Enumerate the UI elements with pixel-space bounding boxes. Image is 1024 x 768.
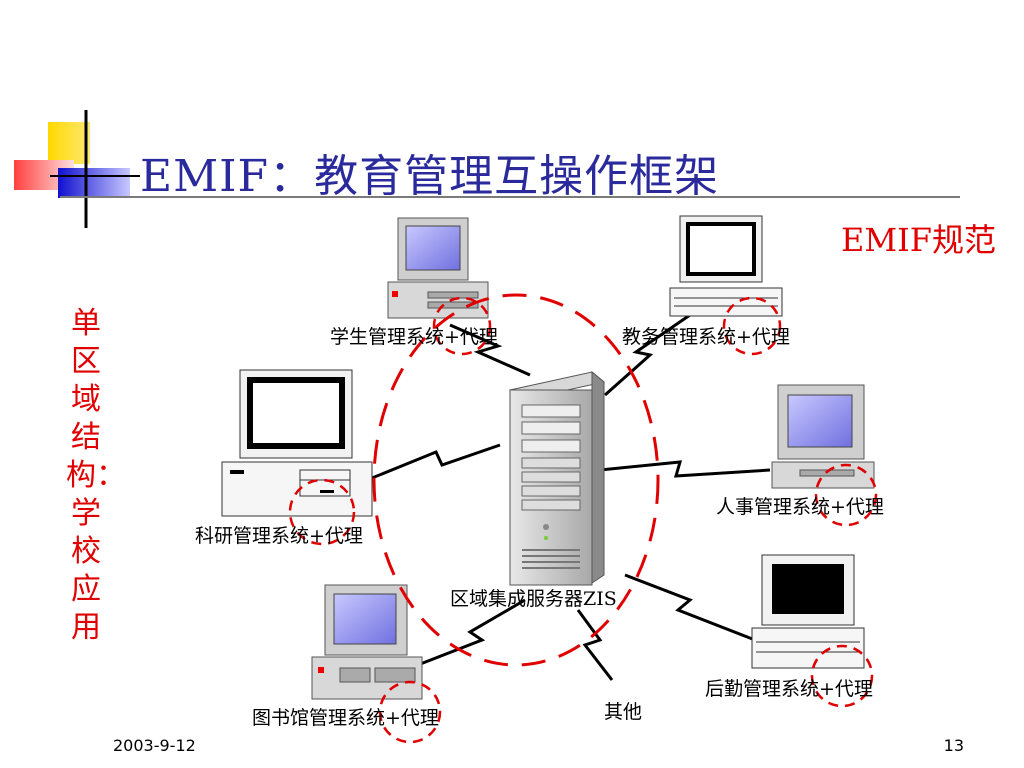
agent-marker-research bbox=[288, 478, 356, 546]
slide-logo bbox=[14, 110, 140, 228]
label-personnel-system: 人事管理系统+代理 bbox=[716, 496, 884, 518]
agent-marker-logistics bbox=[810, 644, 874, 708]
academic-computer-icon bbox=[669, 215, 783, 317]
label-academic-system: 教务管理系统+代理 bbox=[622, 326, 790, 348]
title-divider bbox=[60, 196, 960, 198]
link-academic bbox=[604, 313, 691, 397]
label-integration-server: 区域集成服务器ZIS bbox=[450, 588, 617, 610]
page-number: 13 bbox=[943, 736, 964, 755]
link-library bbox=[409, 598, 526, 670]
research-computer-icon bbox=[221, 369, 373, 517]
link-logistics bbox=[624, 573, 756, 642]
logistics-computer-icon bbox=[751, 554, 865, 669]
personnel-computer-icon bbox=[771, 384, 875, 489]
footer-date: 2003-9-12 bbox=[113, 736, 196, 755]
student-computer-icon bbox=[387, 217, 489, 319]
agent-marker-student bbox=[432, 296, 492, 356]
label-research-system: 科研管理系统+代理 bbox=[195, 525, 363, 547]
link-other bbox=[576, 609, 614, 681]
link-student bbox=[449, 323, 531, 377]
label-logistics-system: 后勤管理系统+代理 bbox=[705, 678, 873, 700]
agent-marker-academic bbox=[722, 296, 782, 356]
agent-marker-library bbox=[378, 680, 442, 744]
zone-boundary bbox=[372, 293, 660, 667]
server-icon bbox=[508, 370, 606, 586]
link-personnel bbox=[599, 460, 771, 478]
side-label: 单区域结构：学校应用 bbox=[66, 306, 126, 645]
spec-label: EMIF规范 bbox=[841, 221, 996, 259]
label-other: 其他 bbox=[604, 701, 643, 723]
link-research bbox=[371, 443, 501, 480]
slide-title: EMIF：教育管理互操作框架 bbox=[140, 151, 720, 202]
agent-marker-personnel bbox=[814, 463, 878, 527]
label-library-system: 图书馆管理系统+代理 bbox=[252, 707, 439, 729]
label-student-system: 学生管理系统+代理 bbox=[330, 326, 498, 348]
library-computer-icon bbox=[311, 584, 423, 700]
